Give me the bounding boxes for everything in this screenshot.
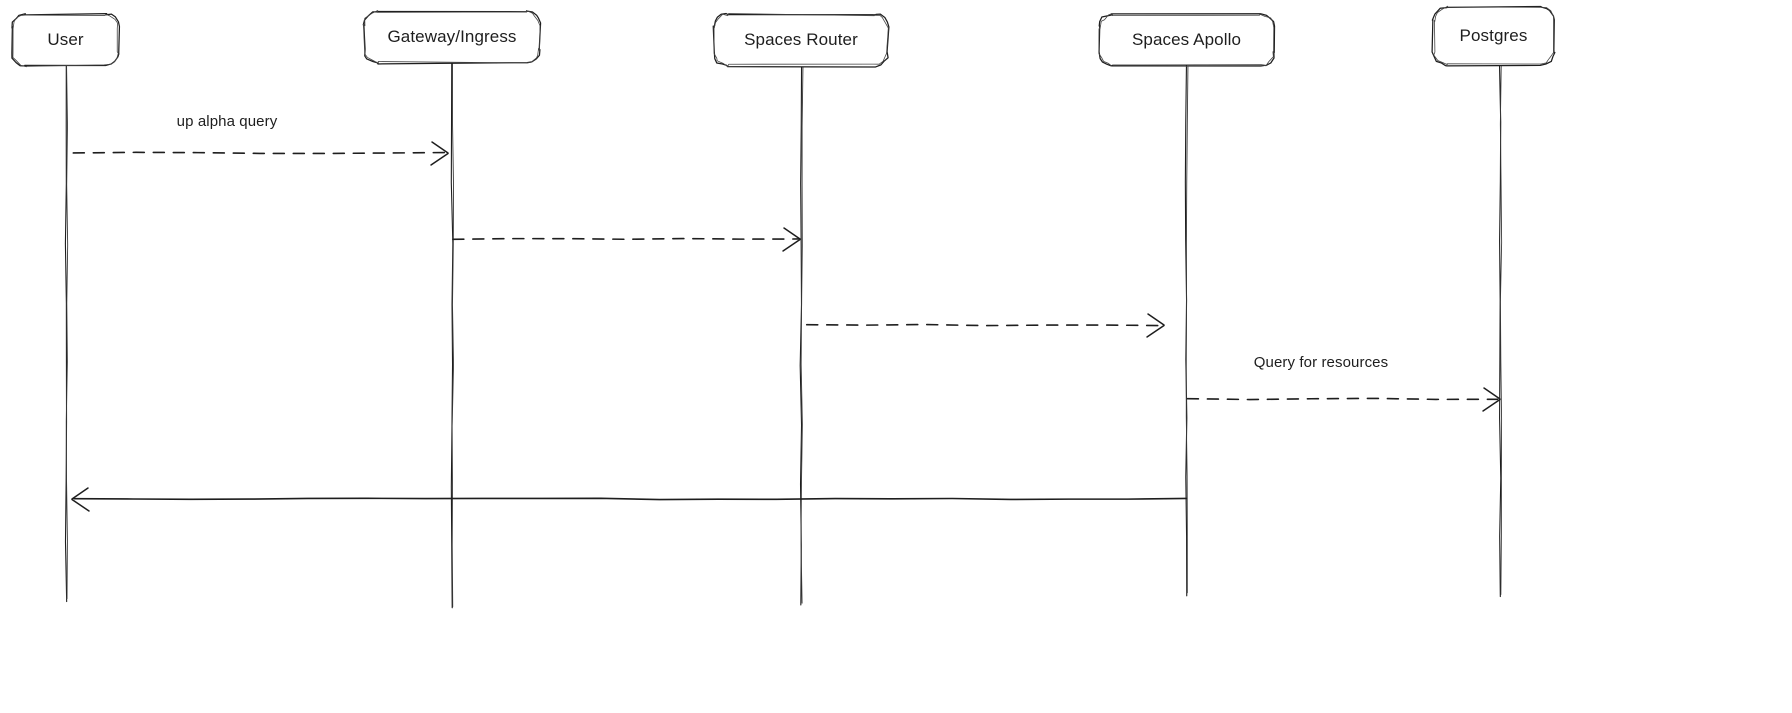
- participant-box-spaces-router[interactable]: [714, 14, 888, 66]
- lifeline-postgres[interactable]: [1495, 65, 1506, 596]
- message-label-query-for-resources: Query for resources: [1253, 354, 1389, 371]
- message-arrow-return-to-user[interactable]: [72, 490, 1186, 508]
- message-arrow-user-to-gateway[interactable]: [74, 144, 448, 162]
- participant-box-spaces-apollo[interactable]: [1099, 14, 1274, 66]
- message-arrow-gateway-to-spaces-router[interactable]: [453, 230, 800, 248]
- lifeline-gateway-ingress[interactable]: [447, 63, 458, 608]
- lifeline-spaces-router[interactable]: [796, 66, 807, 605]
- message-arrow-spaces-apollo-to-postgres[interactable]: [1188, 390, 1500, 408]
- message-arrow-spaces-router-to-spaces-apollo[interactable]: [807, 316, 1164, 334]
- lifeline-spaces-apollo[interactable]: [1181, 66, 1192, 595]
- participant-box-user[interactable]: [12, 14, 119, 66]
- message-label-up-alpha-query: up alpha query: [176, 113, 278, 130]
- lifeline-user[interactable]: [61, 66, 72, 601]
- participant-box-postgres[interactable]: [1433, 7, 1554, 65]
- participant-box-gateway-ingress[interactable]: [364, 11, 540, 63]
